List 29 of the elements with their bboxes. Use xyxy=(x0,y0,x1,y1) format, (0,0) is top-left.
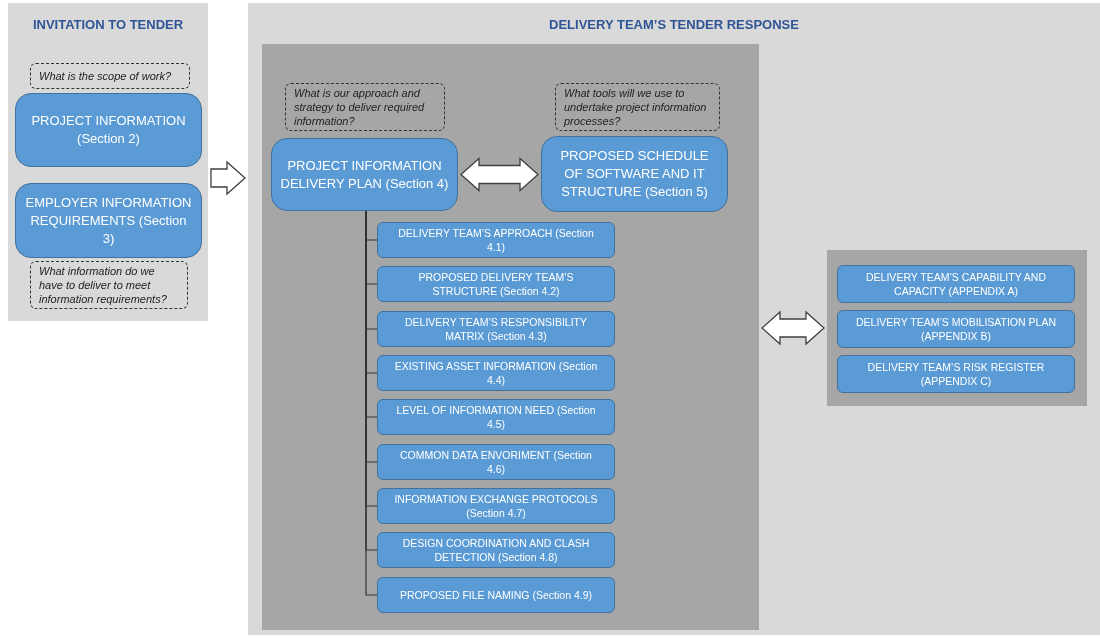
question-callout: What tools will we use to undertake project information processes? xyxy=(555,83,720,131)
panel xyxy=(8,3,208,321)
block-arrow xyxy=(210,160,246,196)
panel xyxy=(248,3,1100,635)
section-box: PROJECT INFORMATION (Section 2) xyxy=(15,93,202,167)
question-callout: What information do we have to deliver to meet information requirements? xyxy=(30,261,188,309)
section-box: PROPOSED SCHEDULE OF SOFTWARE AND IT STRUCTURE (Section 5) xyxy=(541,136,728,212)
subsection-box: PROPOSED FILE NAMING (Section 4.9) xyxy=(377,577,615,613)
block-arrow xyxy=(761,310,825,346)
section-box: PROJECT INFORMATION DELIVERY PLAN (Section 4) xyxy=(271,138,458,211)
subsection-box: DELIVERY TEAM’S MOBILISATION PLAN (APPENDIX B) xyxy=(837,310,1075,348)
section-panel xyxy=(827,250,1087,406)
section-box: EMPLOYER INFORMATION REQUIREMENTS (Section 3) xyxy=(15,183,202,258)
question-callout: What is our approach and strategy to deliver required information? xyxy=(285,83,445,131)
subsection-box: DELIVERY TEAM’S APPROACH (Section 4.1) xyxy=(377,222,615,258)
subsection-box: DELIVERY TEAM’S RISK REGISTER (APPENDIX C) xyxy=(837,355,1075,393)
subsection-box: EXISTING ASSET INFORMATION (Section 4.4) xyxy=(377,355,615,391)
subsection-box: COMMON DATA ENVORIMENT (Section 4.6) xyxy=(377,444,615,480)
panel-title: INVITATION TO TENDER xyxy=(32,16,184,34)
block-arrow xyxy=(460,157,539,192)
subsection-box: LEVEL OF INFORMATION NEED (Section 4.5) xyxy=(377,399,615,435)
panel-title: DELIVERY TEAM’S TENDER RESPONSE xyxy=(549,16,799,34)
section-panel xyxy=(262,44,759,630)
subsection-box: INFORMATION EXCHANGE PROTOCOLS (Section 4.7) xyxy=(377,488,615,524)
subsection-box: PROPOSED DELIVERY TEAM’S STRUCTURE (Section 4.2) xyxy=(377,266,615,302)
subsection-box: DELIVERY TEAM’S CAPABILITY AND CAPACITY (APPENDIX A) xyxy=(837,265,1075,303)
subsection-box: DESIGN COORDINATION AND CLASH DETECTION (Section 4.8) xyxy=(377,532,615,568)
question-callout: What is the scope of work? xyxy=(30,63,190,89)
subsection-box: DELIVERY TEAM’S RESPONSIBILITY MATRIX (Section 4.3) xyxy=(377,311,615,347)
